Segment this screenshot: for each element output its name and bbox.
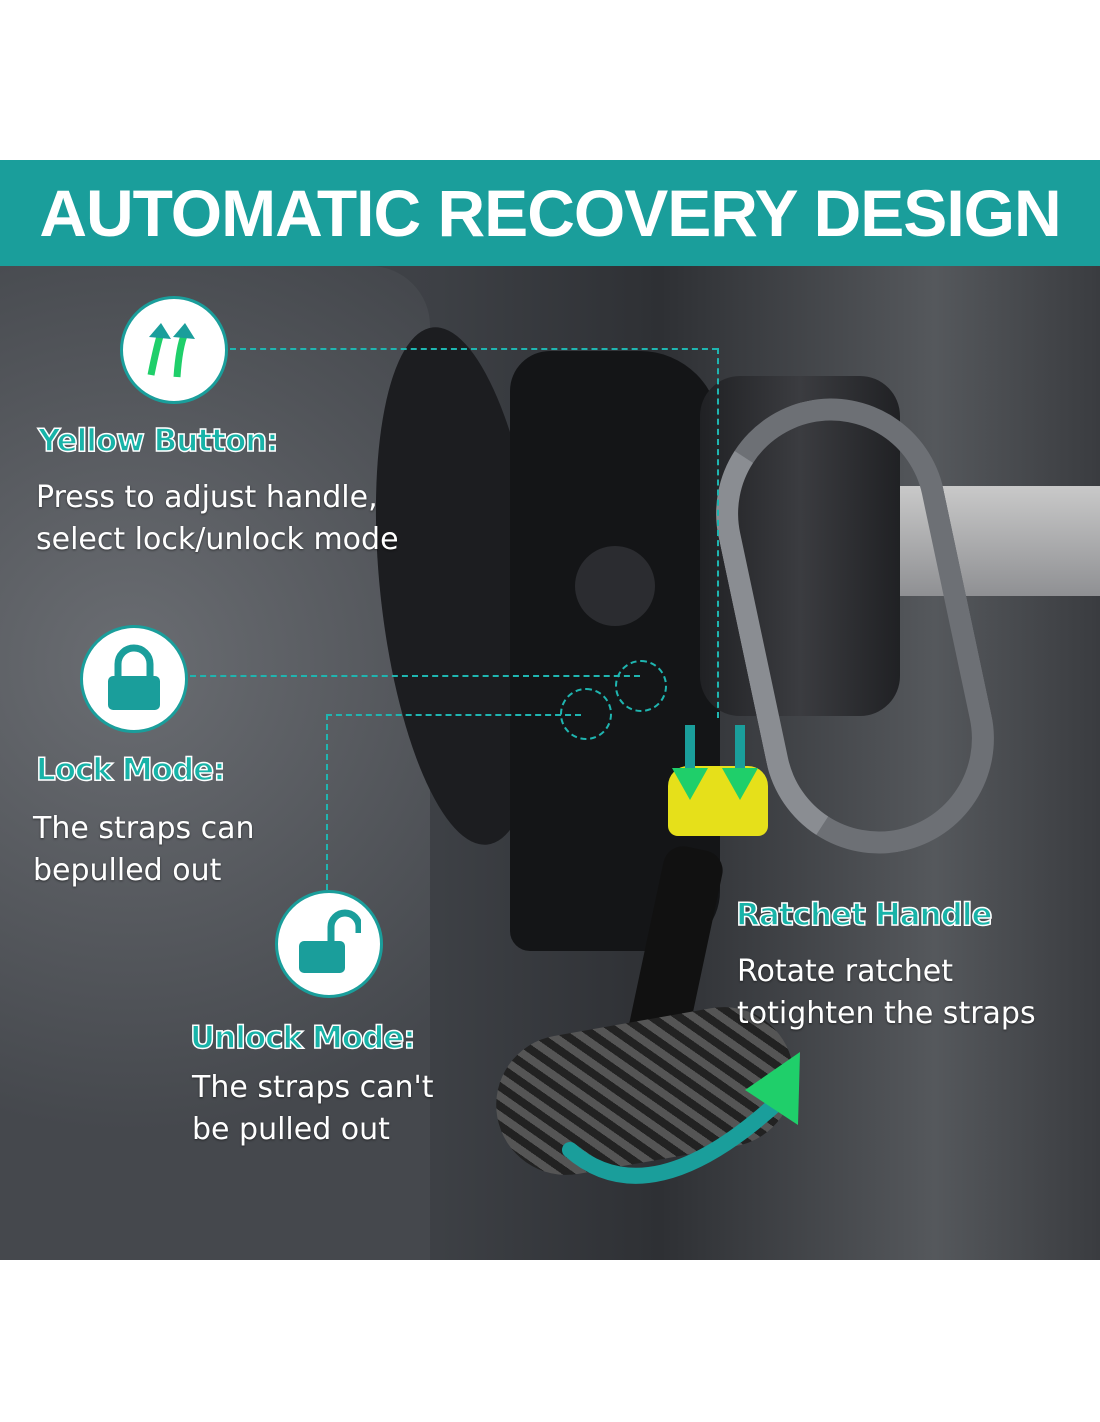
ratchet-handle-description: Rotate ratchet totighten the straps [737, 951, 1036, 1035]
background-rail [900, 486, 1100, 596]
description-line: The straps can [33, 811, 255, 846]
lock-mode-label: Lock Mode: [35, 751, 226, 789]
lock-mode-description: The straps can bepulled out [33, 808, 255, 892]
rotate-arrow-icon [562, 1052, 800, 1184]
connector-line [230, 348, 718, 350]
vehicle-panel [0, 266, 430, 1260]
double-arrow-up-icon [120, 296, 228, 404]
lock-icon [80, 625, 188, 733]
description-line: Rotate ratchet [737, 954, 953, 989]
title-banner: AUTOMATIC RECOVERY DESIGN [0, 160, 1100, 266]
yellow-button-label: Yellow Button: [37, 422, 279, 460]
product-photo [0, 266, 1100, 1260]
strap-spool [700, 376, 900, 716]
lock-indicator-ring [615, 660, 667, 712]
mount-knob [575, 546, 655, 626]
connector-line [326, 714, 581, 716]
connector-line [190, 675, 640, 677]
description-line: bepulled out [33, 853, 222, 888]
yellow-button-description: Press to adjust handle, select lock/unlo… [36, 477, 399, 561]
connector-line [717, 348, 719, 718]
connector-line [326, 714, 328, 890]
description-line: select lock/unlock mode [36, 522, 399, 557]
unlock-mode-label: Unlock Mode: [189, 1019, 416, 1057]
description-line: totighten the straps [737, 996, 1036, 1031]
unlock-icon [275, 890, 383, 998]
description-line: be pulled out [192, 1112, 390, 1147]
ratchet-handle-label: Ratchet Handle [735, 896, 993, 934]
unlock-indicator-ring [560, 688, 612, 740]
description-line: Press to adjust handle, [36, 480, 378, 515]
page-title: AUTOMATIC RECOVERY DESIGN [39, 176, 1061, 250]
description-line: The straps can't [192, 1070, 434, 1105]
press-down-arrows-icon [672, 725, 758, 800]
unlock-mode-description: The straps can't be pulled out [192, 1067, 434, 1151]
